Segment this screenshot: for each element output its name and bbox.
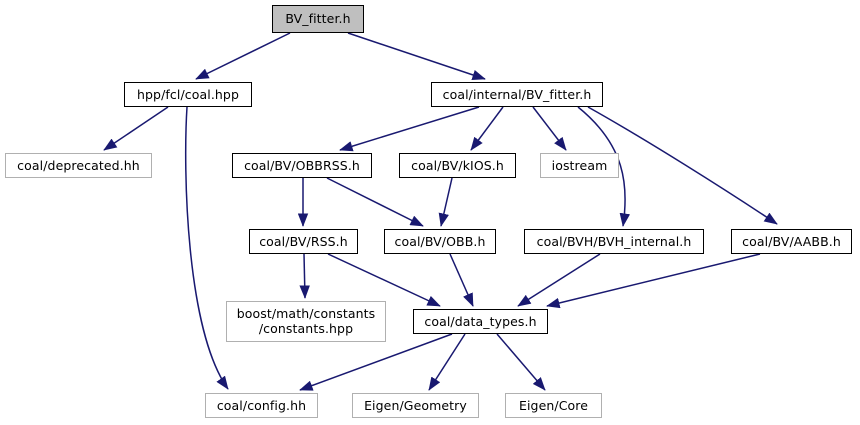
graph-edge-bv_fitter-to-internal_bvf xyxy=(347,32,486,80)
graph-edge-internal_bvf-to-iostream xyxy=(532,106,567,151)
graph-node-obb[interactable]: coal/BV/OBB.h xyxy=(384,229,496,254)
graph-edge-bvh_internal-to-data_types xyxy=(517,253,601,307)
graph-edge-rss-to-data_types xyxy=(327,253,441,307)
graph-edge-bv_fitter-to-coal_hpp xyxy=(195,32,291,80)
graph-edge-aabb-to-data_types xyxy=(546,253,761,309)
graph-node-obbrss[interactable]: coal/BV/OBBRSS.h xyxy=(232,153,372,178)
graph-edge-coal_hpp-to-deprecated xyxy=(103,106,169,151)
graph-node-bv_fitter[interactable]: BV_fitter.h xyxy=(272,5,364,33)
graph-node-coal_hpp[interactable]: hpp/fcl/coal.hpp xyxy=(124,82,252,107)
graph-edge-data_types-to-eigen_core xyxy=(496,333,546,391)
graph-node-aabb[interactable]: coal/BV/AABB.h xyxy=(731,229,852,254)
graph-node-eigen_core[interactable]: Eigen/Core xyxy=(505,393,602,418)
graph-edge-coal_hpp-to-config xyxy=(184,106,229,390)
graph-edge-kios-to-obb xyxy=(438,177,453,227)
graph-node-boost_const[interactable]: boost/math/constants /constants.hpp xyxy=(226,301,386,342)
graph-edge-rss-to-boost_const xyxy=(299,253,310,299)
graph-node-iostream[interactable]: iostream xyxy=(540,153,619,178)
graph-edge-internal_bvf-to-obbrss xyxy=(339,106,480,152)
graph-node-kios[interactable]: coal/BV/kIOS.h xyxy=(399,153,516,178)
graph-edge-data_types-to-config xyxy=(299,333,453,391)
graph-node-data_types[interactable]: coal/data_types.h xyxy=(413,309,548,334)
graph-edge-internal_bvf-to-kios xyxy=(470,106,504,151)
graph-node-config[interactable]: coal/config.hh xyxy=(205,393,318,418)
graph-edge-data_types-to-eigen_geom xyxy=(428,333,466,391)
graph-node-bvh_internal[interactable]: coal/BVH/BVH_internal.h xyxy=(524,229,704,254)
graph-node-eigen_geom[interactable]: Eigen/Geometry xyxy=(352,393,479,418)
graph-node-rss[interactable]: coal/BV/RSS.h xyxy=(249,229,358,254)
graph-node-deprecated[interactable]: coal/deprecated.hh xyxy=(5,153,152,178)
graph-edge-obbrss-to-obb xyxy=(326,177,424,227)
graph-node-internal_bvf[interactable]: coal/internal/BV_fitter.h xyxy=(431,82,603,107)
graph-edge-obb-to-data_types xyxy=(449,253,474,307)
